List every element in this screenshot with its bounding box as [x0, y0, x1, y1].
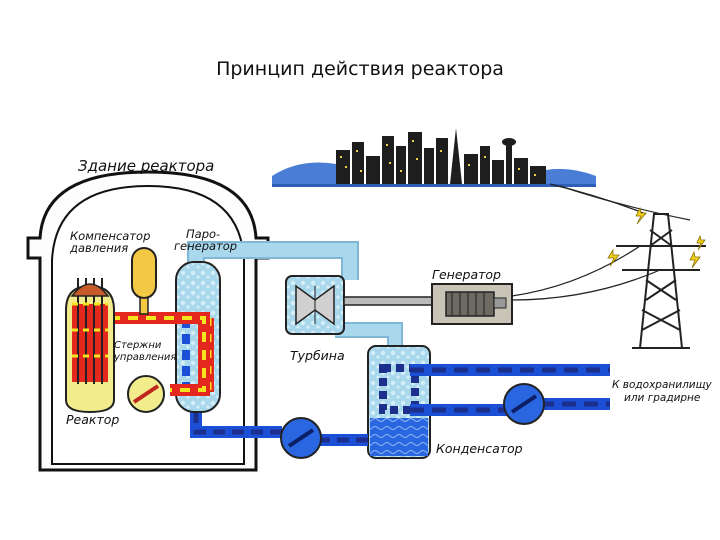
- label-control-rods-1: Стержни: [114, 340, 162, 351]
- cooling-water-loop: [410, 364, 610, 425]
- label-reservoir-2: или градирне: [624, 392, 700, 404]
- turbine: [285, 275, 345, 335]
- pressurizer: [131, 247, 157, 315]
- label-generator: Генератор: [432, 267, 501, 282]
- reactor-vessel: [65, 278, 115, 414]
- label-steam-generator-1: Паро-: [186, 227, 220, 241]
- label-turbine: Турбина: [290, 348, 345, 363]
- label-reservoir-1: К водохранилищу: [612, 379, 713, 391]
- power-tower-icon: [616, 213, 706, 349]
- label-condenser: Конденсатор: [436, 441, 523, 456]
- condenser: [367, 345, 431, 459]
- city-skyline-icon: [272, 128, 596, 187]
- generator: [343, 283, 513, 325]
- label-reactor-building: Здание реактора: [78, 157, 214, 175]
- label-reactor: Реактор: [66, 412, 119, 427]
- steam-pipe: [187, 241, 403, 348]
- label-pressurizer-1: Компенсатор: [70, 229, 150, 243]
- power-lines: [511, 183, 691, 301]
- label-steam-generator-2: генератор: [174, 239, 237, 253]
- primary-loop: [110, 312, 210, 413]
- lightning-icon: [607, 206, 706, 269]
- slide-title: Принцип действия реактора: [216, 58, 504, 80]
- label-control-rods-2: управления: [113, 352, 176, 363]
- label-pressurizer-2: давления: [69, 241, 128, 255]
